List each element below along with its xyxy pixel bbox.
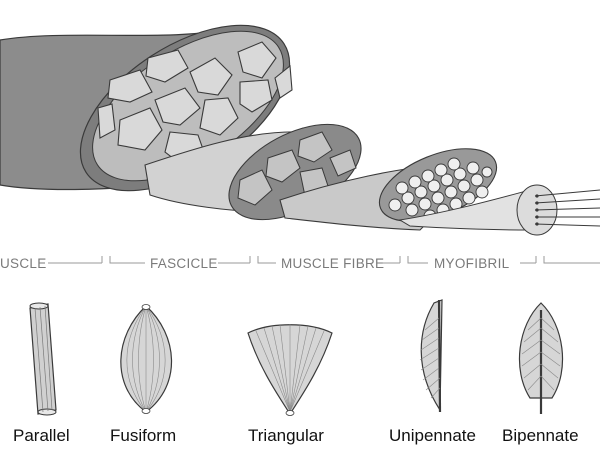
scale-label-muscle-fibre: MUSCLE FIBRE bbox=[281, 256, 384, 271]
muscle-hierarchy-illustration bbox=[0, 24, 600, 236]
label-parallel: Parallel bbox=[13, 426, 70, 445]
label-unipennate: Unipennate bbox=[389, 426, 476, 445]
myofilament-lines bbox=[534, 189, 600, 227]
unipennate-muscle-shape bbox=[419, 299, 443, 413]
label-fusiform: Fusiform bbox=[110, 426, 176, 445]
triangular-muscle-shape bbox=[247, 324, 333, 416]
parallel-muscle-shape bbox=[29, 302, 57, 416]
hierarchy-scale-bar bbox=[48, 256, 600, 264]
fusiform-muscle-shape bbox=[120, 304, 173, 414]
label-triangular: Triangular bbox=[248, 426, 324, 445]
bipennate-muscle-shape bbox=[518, 302, 564, 414]
label-bipennate: Bipennate bbox=[502, 426, 579, 445]
muscle-fibre-bundles bbox=[237, 131, 357, 206]
scale-label-myofibril: MYOFIBRIL bbox=[434, 256, 510, 271]
scale-label-muscle: USCLE bbox=[0, 256, 47, 271]
scale-label-fascicle: FASCICLE bbox=[150, 256, 218, 271]
